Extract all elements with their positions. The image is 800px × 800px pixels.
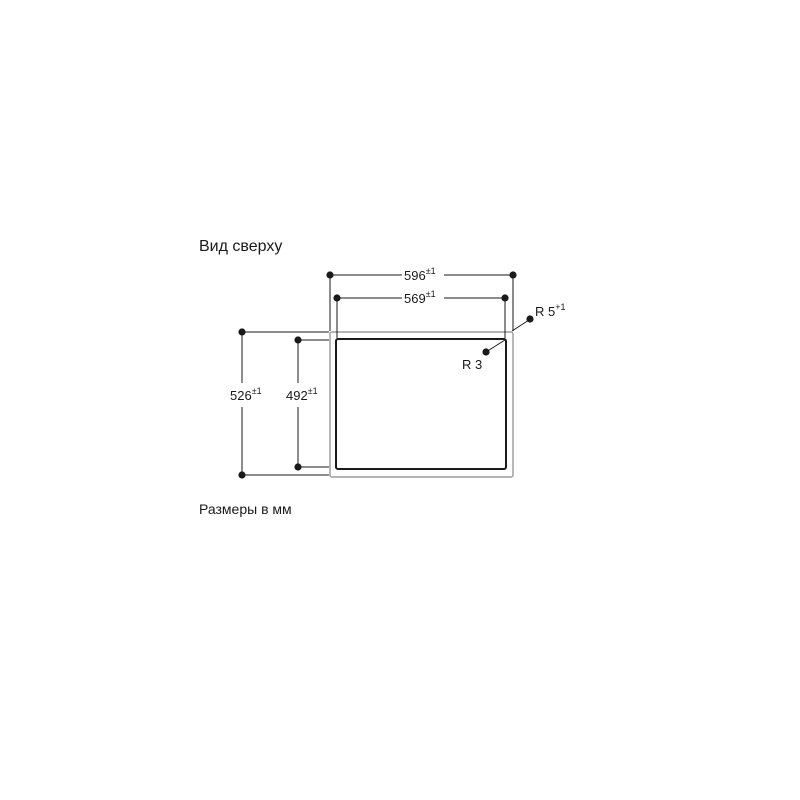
inner-width-dimension: 569±1 bbox=[333, 289, 509, 338]
inner-width-value: 569 bbox=[404, 291, 426, 306]
outer-width-value: 596 bbox=[404, 268, 426, 283]
outer-width-dimension: 596±1 bbox=[326, 266, 517, 331]
outer-radius-callout: R 5+1 bbox=[511, 302, 566, 332]
dimension-dot bbox=[294, 463, 302, 471]
svg-text:R 5+1: R 5+1 bbox=[535, 302, 566, 319]
inner-depth-dimension: 492±1 bbox=[286, 336, 329, 471]
dimension-dot bbox=[333, 294, 341, 302]
view-title: Вид сверху bbox=[199, 238, 283, 255]
outer-width-tolerance: ±1 bbox=[426, 266, 436, 276]
outer-depth-dimension: 526±1 bbox=[230, 328, 329, 479]
inner-radius-value: R 3 bbox=[462, 357, 482, 372]
inner-depth-value: 492 bbox=[286, 388, 308, 403]
leader-dot bbox=[526, 315, 534, 323]
inner-depth-tolerance: ±1 bbox=[308, 386, 318, 396]
units-note: Размеры в мм bbox=[199, 501, 292, 517]
inner-radius-callout: R 3 bbox=[462, 339, 506, 372]
outer-radius-value: R 5 bbox=[535, 304, 555, 319]
svg-text:R 3: R 3 bbox=[462, 357, 482, 372]
svg-text:569±1: 569±1 bbox=[404, 289, 436, 306]
svg-text:596±1: 596±1 bbox=[404, 266, 436, 283]
outer-depth-value: 526 bbox=[230, 388, 252, 403]
outer-frame bbox=[329, 331, 514, 478]
outer-radius-tolerance: +1 bbox=[555, 302, 565, 312]
dimension-dot bbox=[509, 271, 517, 279]
dimension-dot bbox=[326, 271, 334, 279]
dimension-dot bbox=[294, 336, 302, 344]
leader-dot bbox=[482, 348, 490, 356]
svg-text:492±1: 492±1 bbox=[286, 386, 318, 403]
inner-width-tolerance: ±1 bbox=[426, 289, 436, 299]
svg-text:526±1: 526±1 bbox=[230, 386, 262, 403]
dimension-dot bbox=[238, 328, 246, 336]
dimension-dot bbox=[501, 294, 509, 302]
inner-frame bbox=[335, 338, 507, 470]
outer-depth-tolerance: ±1 bbox=[252, 386, 262, 396]
dimension-dot bbox=[238, 471, 246, 479]
